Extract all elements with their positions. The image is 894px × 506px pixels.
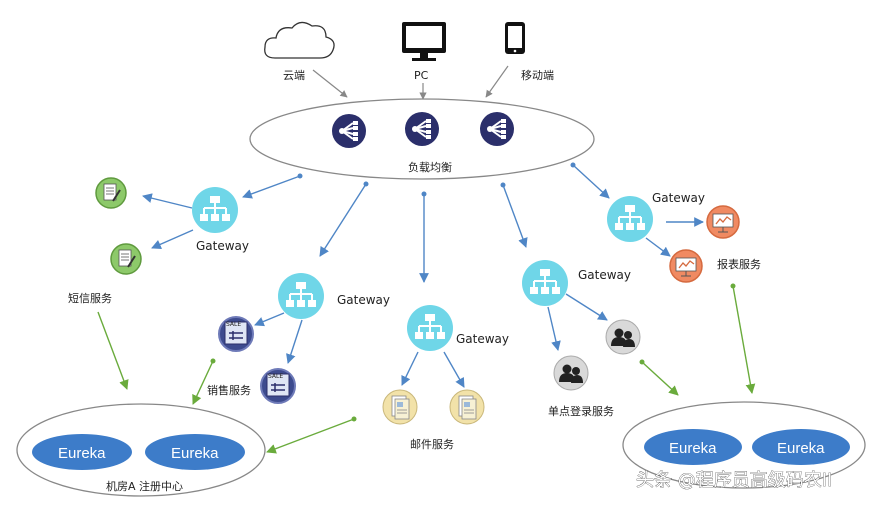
load-balancer-label: 负载均衡 [408,160,452,174]
gateway-3-label: Gateway [456,332,509,346]
mobile-phone-icon [505,22,525,54]
load-balancer-icon [404,111,440,147]
cloud-arrow [312,69,348,98]
sms-document-icon [95,177,127,209]
eureka-node [644,429,742,465]
watermark-text: 头条 @程序员高级码农II [636,470,832,491]
gateway-5-arrow [645,237,671,257]
eureka-label: Eureka [669,440,717,457]
report-service-label: 报表服务 [717,257,761,271]
eureka-node [32,434,132,470]
sso-service-label: 单点登录服务 [548,404,614,418]
eureka-node [145,434,245,470]
cloud-icon [264,21,335,59]
load-balancer-icon [479,111,515,147]
users-icon [553,355,589,391]
registry-arrows [97,283,756,454]
gateway-3-arrow [443,351,465,388]
report-chart-icon [669,249,703,283]
mail-document-icon [382,389,418,425]
registry-a-label: 机房A 注册中心 [106,479,183,493]
gateway-1-arrow [151,229,194,249]
lb-to-gateway-arrows [242,162,610,283]
pc-monitor-icon [402,22,446,61]
registry-a-ellipse [16,403,266,497]
gateway-3-arrow [401,351,419,386]
gateway-5-label: Gateway [652,191,705,205]
sms-document-icon [110,243,142,275]
report-chart-icon [706,205,740,239]
load-balancer-icon [331,113,367,149]
mail-document-icon [449,389,485,425]
gateway-1-label: Gateway [196,239,249,253]
sale-badge: SALE [226,321,241,328]
gateway-4-arrow [547,306,561,351]
sales-service-label: 销售服务 [207,383,251,397]
eureka-node [752,429,850,465]
users-icon [605,319,641,355]
gateway-2-arrow [254,312,285,327]
sms-service-label: 短信服务 [68,291,112,305]
gateway-1-arrow [142,193,193,209]
pc-label: PC [414,69,429,82]
mail-service-label: 邮件服务 [410,438,454,451]
gateway-4-arrow [565,293,608,321]
mobile-arrow [485,65,509,98]
cloud-label: 云端 [283,69,305,82]
gateway-4-label: Gateway [578,268,631,282]
sale-badge: SALE [268,373,283,380]
gateway-2-arrow [286,319,303,364]
mobile-label: 移动端 [521,69,554,82]
eureka-label: Eureka [58,445,106,462]
gateway-2-label: Gateway [337,293,390,307]
eureka-label: Eureka [171,445,219,462]
eureka-label: Eureka [777,440,825,457]
registry-b-ellipse [622,401,866,489]
